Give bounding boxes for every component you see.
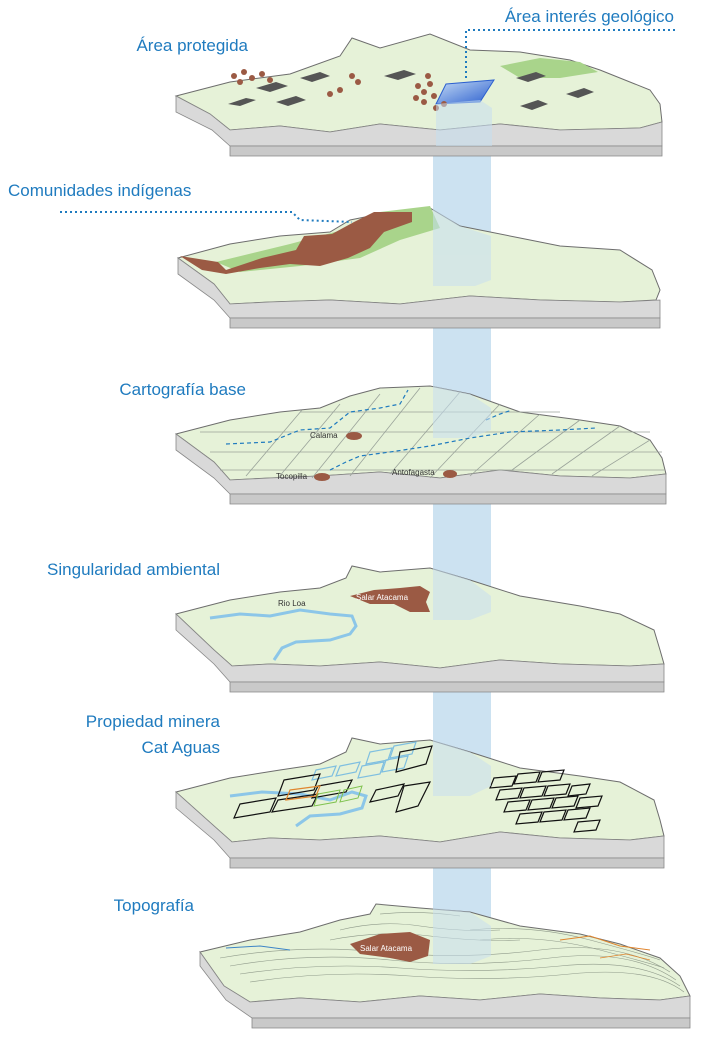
callout-topografia: Topografía bbox=[113, 896, 194, 915]
antofagasta-marker bbox=[443, 470, 457, 478]
callout-area-protegida: Área protegida bbox=[136, 36, 248, 55]
salar-atacama-topo-zone bbox=[350, 932, 430, 962]
map-label-rio-loa: Rio Loa bbox=[278, 599, 306, 608]
map-label-antofagasta: Antofagasta bbox=[392, 468, 435, 477]
propiedad-minera-blocks bbox=[233, 745, 603, 833]
layer-propiedad-minera bbox=[174, 737, 665, 869]
map-label-salar-atacama: Salar Atacama bbox=[356, 593, 409, 602]
map-label-calama: Calama bbox=[310, 431, 338, 440]
callout-singularidad-ambiental: Singularidad ambiental bbox=[47, 560, 220, 579]
layer-area-protegida bbox=[174, 29, 678, 157]
callout-cartografia-base: Cartografía base bbox=[119, 380, 246, 399]
callout-propiedad-minera: Propiedad minera bbox=[85, 712, 220, 731]
calama-marker bbox=[346, 432, 362, 440]
salar-atacama-zone bbox=[350, 586, 430, 612]
tocopilla-marker bbox=[314, 473, 330, 481]
protected-zone bbox=[500, 58, 598, 78]
callout-comunidades-indigenas: Comunidades indígenas bbox=[8, 181, 192, 200]
layer-cartografia-base: Calama Tocopilla Antofagasta bbox=[174, 385, 667, 505]
map-label-salar-atacama-topo: Salar Atacama bbox=[360, 944, 413, 953]
rio-loa-river bbox=[209, 608, 358, 661]
layer-singularidad-ambiental: Rio Loa Salar Atacama bbox=[175, 565, 665, 693]
shaft-overlay bbox=[433, 100, 492, 964]
layer-comunidades-indigenas bbox=[60, 206, 661, 329]
map-label-tocopilla: Tocopilla bbox=[276, 472, 308, 481]
cat-aguas-blocks bbox=[311, 741, 417, 781]
callout-area-interes-geologico: Área interés geológico bbox=[504, 7, 674, 26]
callout-cat-aguas: Cat Aguas bbox=[141, 738, 220, 757]
indigenous-zone bbox=[180, 212, 412, 274]
